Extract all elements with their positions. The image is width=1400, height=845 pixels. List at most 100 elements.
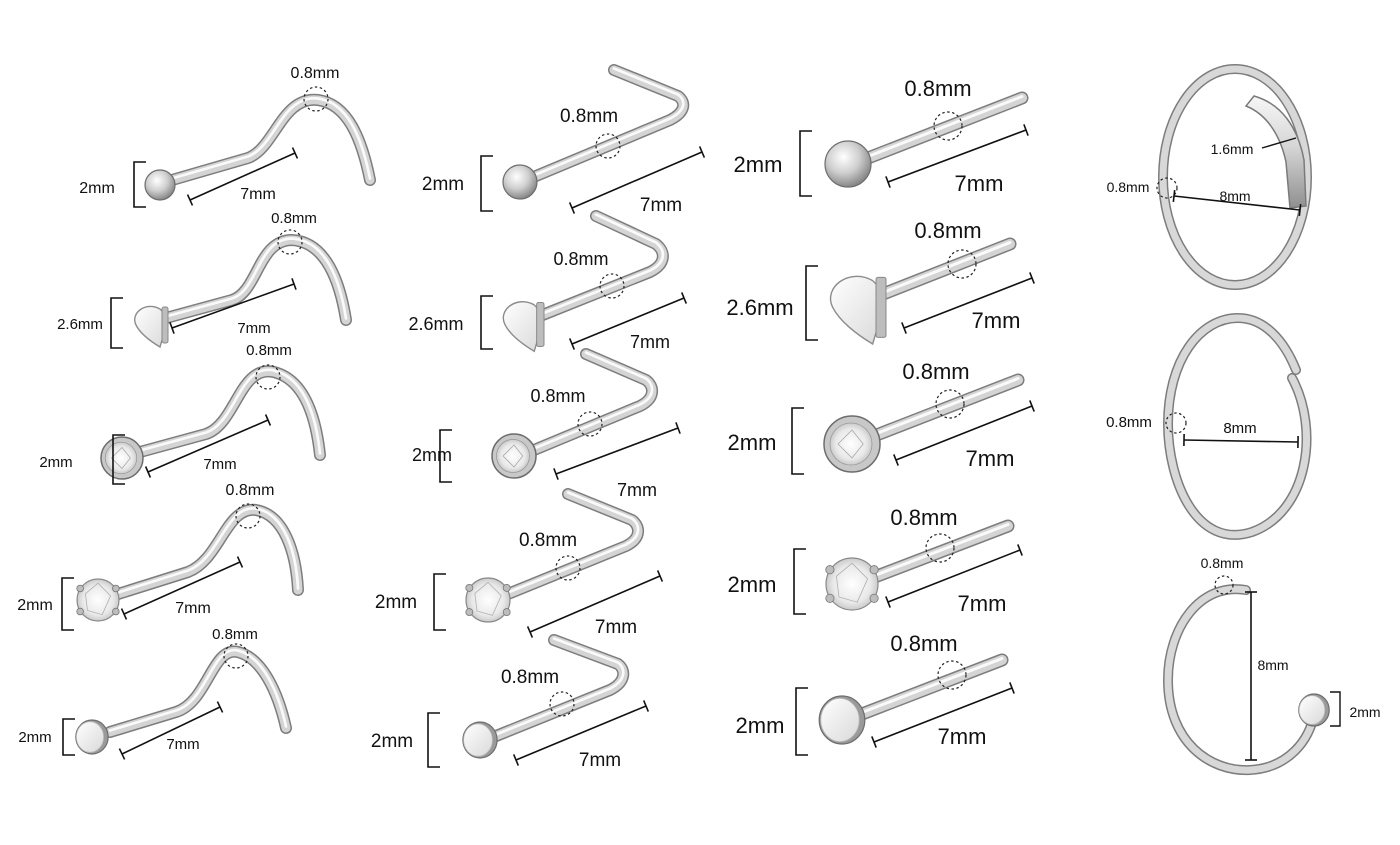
sleeve-hoop-diameter-dimension-tick-start [1173,190,1174,202]
straight-flat-stud-length-label: 7mm [938,724,987,749]
straight-bezel-stud-head-size-label: 2mm [728,430,777,455]
screw-prong-stud-post [118,508,298,594]
open-hoop-head-size-label: 2mm [1349,704,1380,720]
screw-heart-stud-head [135,306,168,347]
screw-prong-stud-head-prong-2 [77,608,84,615]
screw-flat-stud-head-bracket [63,719,75,755]
l-shape-flat-stud-head-size-label: 2mm [371,731,413,752]
plain-hoop-diameter-label: 8mm [1223,420,1256,437]
straight-flat-stud-post [862,659,1002,715]
plain-hoop-gauge-label: 0.8mm [1106,414,1152,431]
screw-flat-stud-gauge-label: 0.8mm [212,626,258,643]
straight-heart-stud-head [831,276,886,344]
straight-ball-stud-head-size-label: 2mm [734,152,783,177]
screw-bezel-stud-post [140,370,320,455]
screw-prong-stud-head-stone [77,579,119,621]
straight-prong-stud-head-prong-3 [870,594,878,602]
screw-heart-stud-head-bracket [111,298,123,348]
l-shape-ball-stud-head-bracket [481,156,493,211]
l-shape-prong-stud-head-prong-0 [466,584,473,591]
open-hoop-flat-head-disc-face [1299,696,1325,725]
straight-bezel-stud-head [824,416,880,472]
straight-flat-stud-head-bracket [796,688,808,755]
screw-prong-stud-head [77,579,119,621]
open-hoop-diameter-label: 8mm [1257,657,1288,673]
screw-bezel-stud-head [101,437,143,479]
sleeve-hoop-sleeve-label: 1.6mm [1211,141,1254,157]
screw-prong-stud-post-body [118,510,298,594]
screw-flat-stud-head [76,720,108,754]
l-shape-bezel-stud-head [492,434,536,478]
straight-ball-stud-head-sphere [825,141,871,187]
l-shape-flat-stud-post-body [496,640,623,736]
screw-flat-stud-post [110,650,286,732]
straight-prong-stud-head [826,558,879,610]
straight-prong-stud-head-prong-2 [826,594,834,602]
l-shape-ball-stud-length-label: 7mm [640,195,682,216]
open-hoop-head-bracket [1330,692,1340,726]
straight-prong-stud-head-size-label: 2mm [728,572,777,597]
l-shape-prong-stud-head-prong-1 [503,584,510,591]
straight-flat-stud-gauge-label: 0.8mm [890,631,957,656]
plain-hoop-diameter-dimension-line [1184,440,1298,442]
straight-flat-stud-head [819,696,865,744]
sleeve-hoop-ring [1163,69,1307,285]
open-hoop-flat-head [1299,694,1329,726]
screw-flat-stud-head-size-label: 2mm [18,729,51,746]
l-shape-prong-stud-head-prong-2 [466,609,473,616]
screw-ball-stud-head-sphere [145,170,175,200]
screw-prong-stud-head-bracket [62,578,74,630]
l-shape-prong-stud-head-stone [466,578,510,622]
l-shape-bezel-stud-head-size-label: 2mm [412,445,452,465]
straight-bezel-stud-head-bracket [792,408,804,474]
straight-heart-stud-head-bracket [806,266,818,340]
straight-ball-stud-gauge-label: 0.8mm [904,76,971,101]
straight-heart-stud-length-label: 7mm [972,308,1021,333]
screw-bezel-stud-head-size-label: 2mm [39,454,72,471]
screw-ball-stud-head-size-label: 2mm [79,180,115,197]
screw-ball-stud-post-body [172,100,370,180]
screw-bezel-stud-head-stone [105,442,137,474]
screw-prong-stud-gauge-label: 0.8mm [226,482,275,499]
straight-flat-stud-post-shine [862,659,1002,713]
sleeve-hoop-diameter-label: 8mm [1219,188,1250,204]
l-shape-heart-stud-gauge-label: 0.8mm [553,249,608,269]
l-shape-flat-stud-gauge-label: 0.8mm [501,667,559,688]
straight-bezel-stud-post [874,379,1018,437]
l-shape-ball-stud-head-size-label: 2mm [422,174,464,195]
l-shape-prong-stud-head [466,578,510,622]
screw-heart-stud-post [166,239,346,321]
open-hoop-gauge-label: 0.8mm [1201,555,1244,571]
l-shape-flat-stud-length-label: 7mm [579,750,621,771]
screw-flat-stud-head-disc-face [76,722,103,753]
l-shape-bezel-stud-head-stone [497,440,530,473]
straight-flat-stud-head-disc-face [821,698,859,741]
screw-bezel-stud-length-label: 7mm [203,456,236,473]
l-shape-prong-stud-head-size-label: 2mm [375,592,417,613]
l-shape-ball-stud-head [503,165,537,199]
straight-prong-stud-post-shine [872,525,1008,577]
sleeve-hoop-gauge-label: 0.8mm [1107,179,1150,195]
screw-ball-stud-post [172,98,370,180]
screw-ball-stud-head [145,170,175,200]
screw-heart-stud-head-size-label: 2.6mm [57,316,103,333]
straight-ball-stud-length-label: 7mm [955,171,1004,196]
straight-heart-stud-post [878,243,1010,297]
l-shape-ball-stud-head-sphere [503,165,537,199]
l-shape-heart-stud-head-base [537,302,544,346]
screw-ball-stud-gauge-label: 0.8mm [291,65,340,82]
l-shape-ball-stud-length-dimension-line [572,152,702,208]
l-shape-flat-stud-head [463,722,497,758]
straight-ball-stud-head-bracket [800,131,812,196]
l-shape-prong-stud-head-bracket [434,574,446,630]
screw-heart-stud-length-label: 7mm [237,320,270,337]
straight-prong-stud-head-prong-1 [870,566,878,574]
open-hoop-ring [1168,589,1314,770]
screw-heart-stud-head-base [162,307,168,343]
straight-prong-stud-gauge-label: 0.8mm [890,505,957,530]
screw-prong-stud-head-prong-1 [112,585,119,592]
l-shape-flat-stud-head-bracket [428,713,440,767]
l-shape-ball-stud-gauge-label: 0.8mm [560,106,618,127]
